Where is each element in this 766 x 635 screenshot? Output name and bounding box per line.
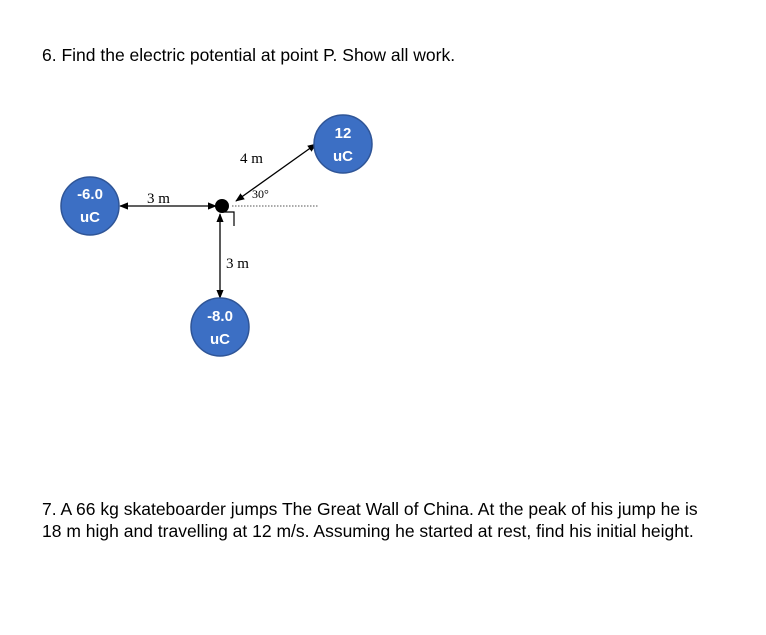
charge-bottom-value: -8.0 — [207, 308, 233, 325]
bottom-distance-label: 3 m — [226, 256, 249, 272]
left-distance-label: 3 m — [147, 191, 170, 207]
electric-potential-diagram: -6.0 uC 12 uC -8.0 uC 3 m 4 m 3 m 30° — [60, 114, 373, 357]
question-7-text: 7. A 66 kg skateboarder jumps The Great … — [42, 499, 698, 541]
charge-bottom: -8.0 uC — [190, 297, 250, 357]
charge-left: -6.0 uC — [60, 176, 120, 236]
charge-left-unit: uC — [80, 209, 100, 226]
charge-left-value: -6.0 — [77, 186, 103, 203]
charge-top-value: 12 — [335, 125, 352, 142]
question-6-text: 6. Find the electric potential at point … — [42, 45, 456, 65]
charge-bottom-unit: uC — [210, 331, 230, 348]
point-p — [215, 199, 229, 213]
charge-top: 12 uC — [313, 114, 373, 174]
angle-label: 30° — [252, 187, 269, 201]
right-angle-marker — [222, 211, 235, 226]
charge-top-unit: uC — [333, 148, 353, 165]
top-distance-label: 4 m — [240, 151, 263, 167]
top-distance-arrow — [235, 143, 317, 202]
